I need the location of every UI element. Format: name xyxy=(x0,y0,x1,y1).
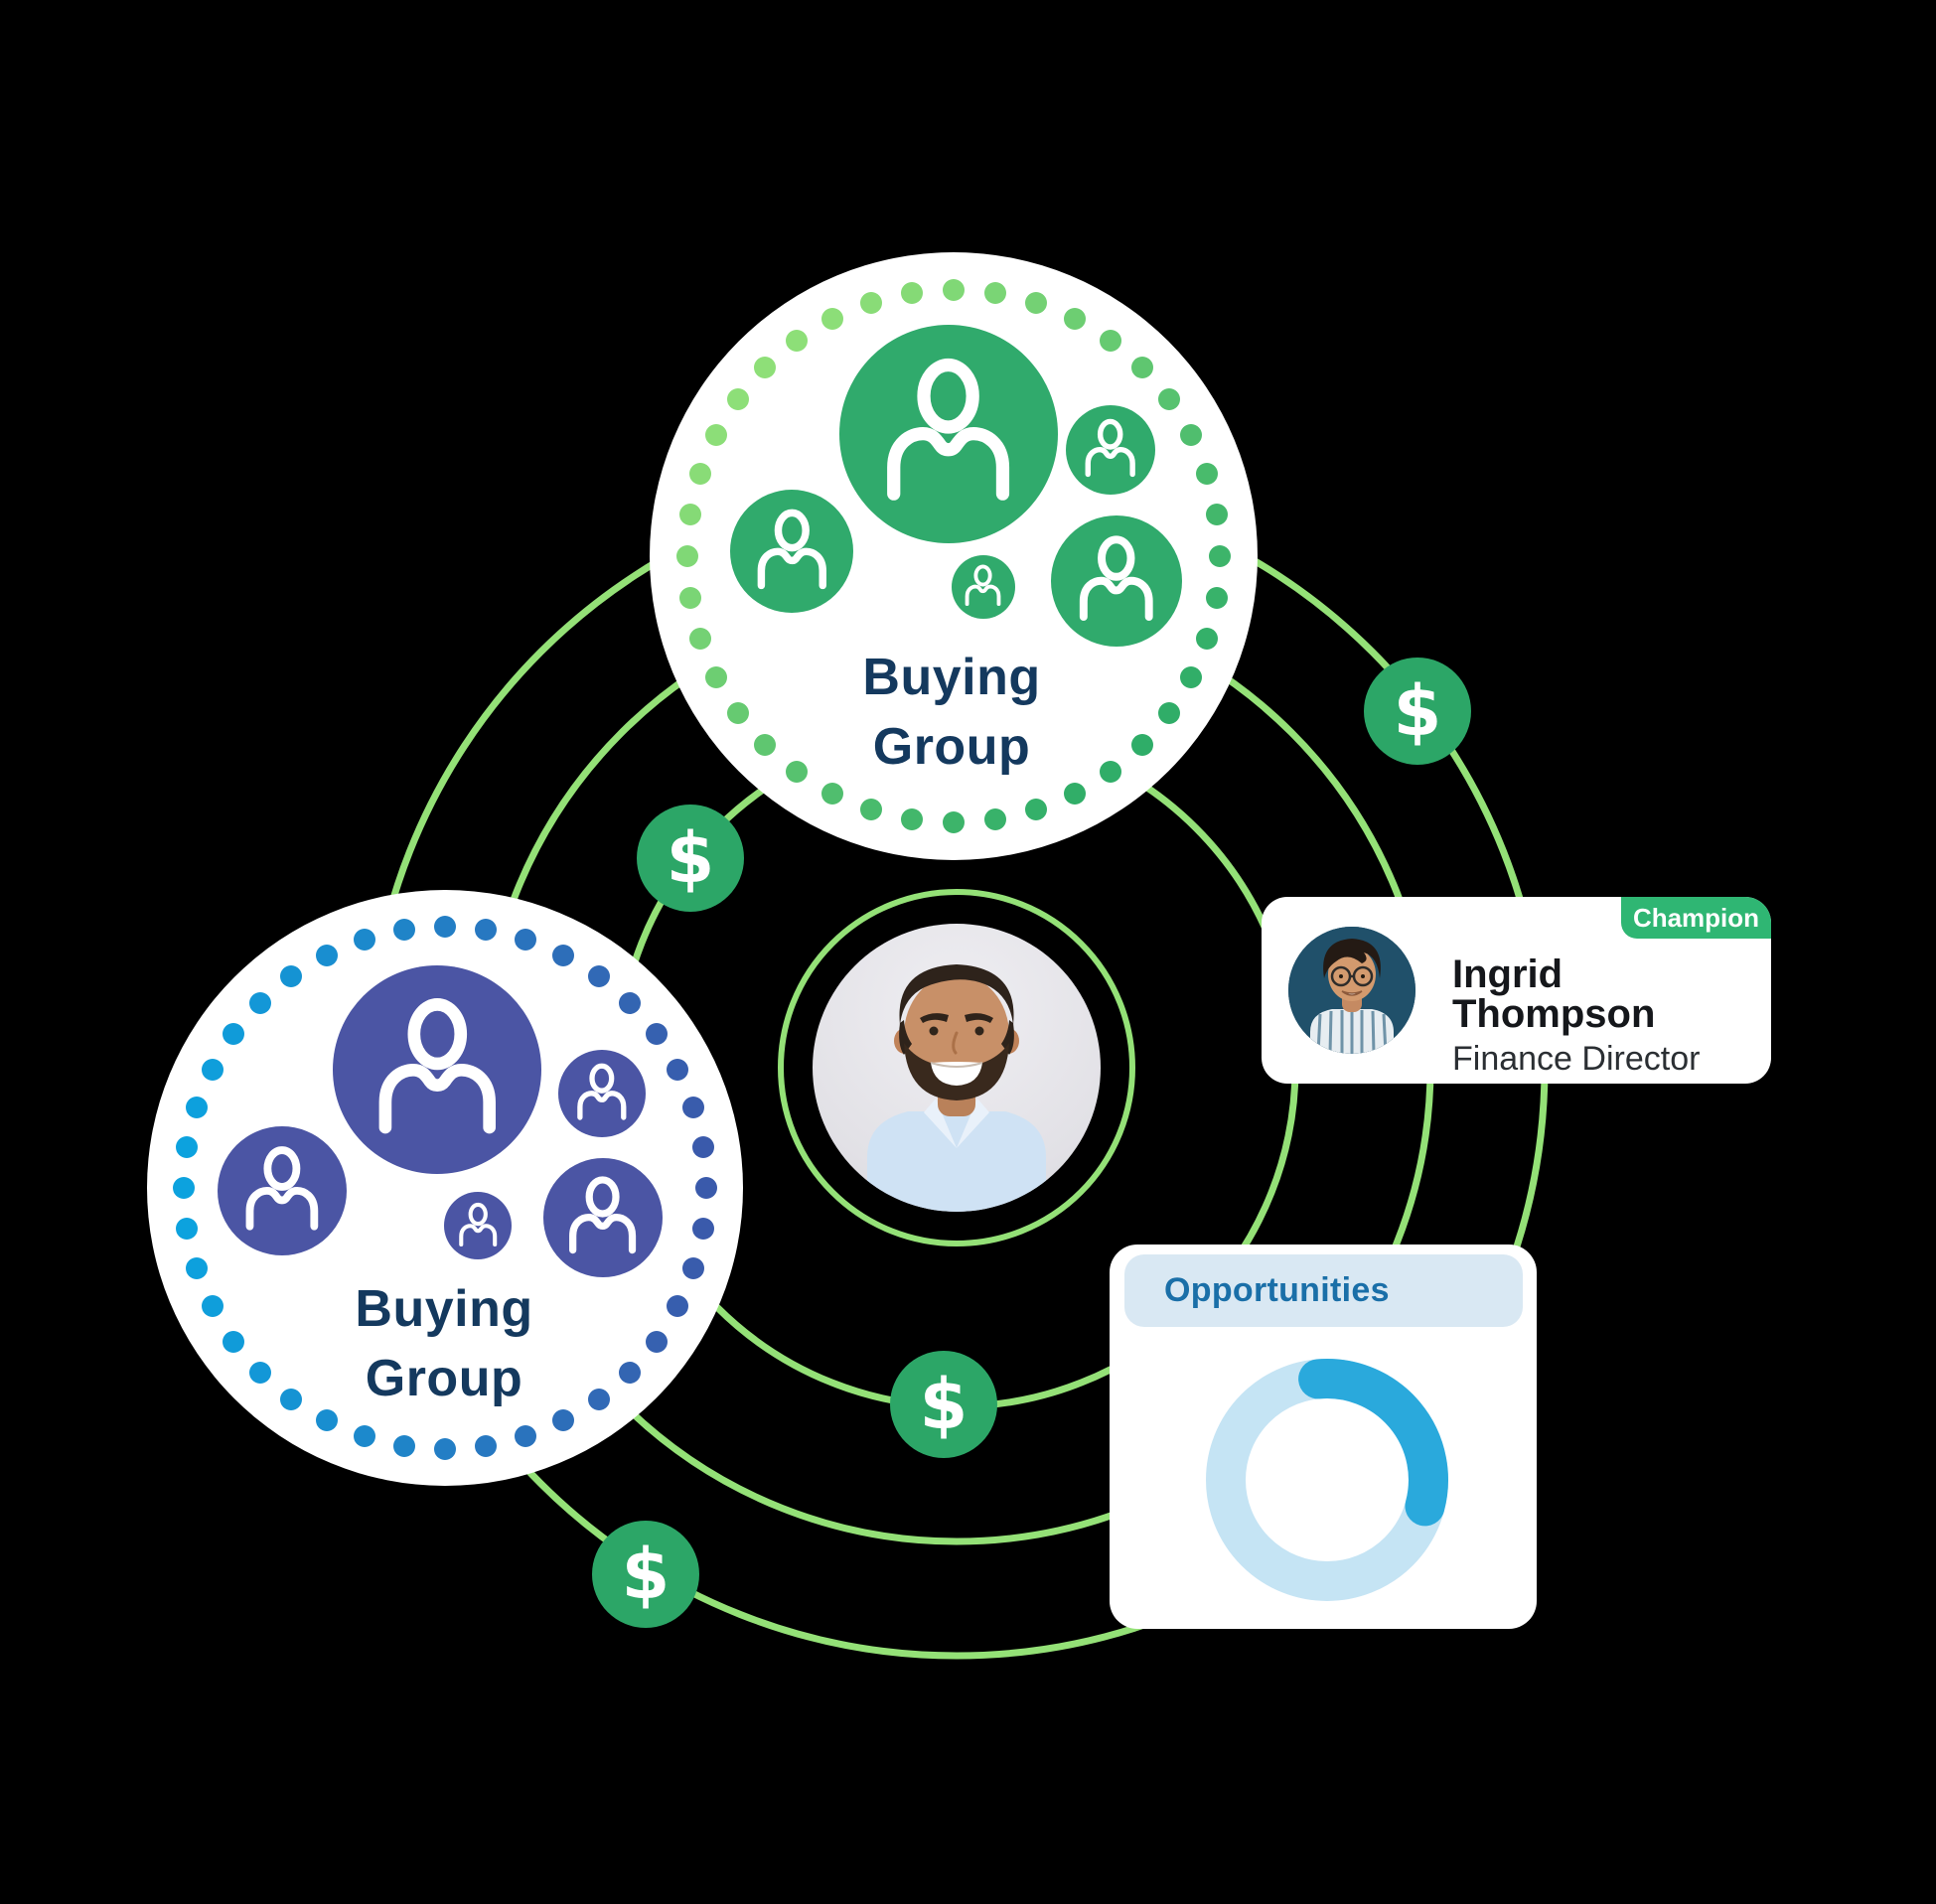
avatar-orbit-ring xyxy=(778,889,1135,1246)
champion-text-block: Ingrid Thompson Finance Director xyxy=(1452,954,1771,1076)
buying-group-label: Buying Group xyxy=(245,1274,643,1413)
buying-group-label: Buying Group xyxy=(753,643,1150,782)
buying-group-label-line2: Group xyxy=(365,1350,523,1407)
champion-badge: Champion xyxy=(1621,897,1771,939)
champion-role: Finance Director xyxy=(1452,1040,1701,1078)
champion-avatar xyxy=(1288,927,1415,1054)
central-person-photo xyxy=(813,924,1101,1212)
buying-group-label-line1: Buying xyxy=(862,649,1041,706)
opportunities-card: Opportunities xyxy=(1110,1245,1537,1629)
woman-portrait-illustration xyxy=(1288,927,1415,1054)
man-portrait-illustration xyxy=(867,964,1046,1212)
buying-group-label-line2: Group xyxy=(872,718,1031,776)
champion-badge-label: Champion xyxy=(1632,902,1760,933)
champion-contact-card: Champion xyxy=(1262,897,1771,1084)
opportunities-donut-chart xyxy=(1206,1359,1448,1601)
opportunities-header: Opportunities xyxy=(1124,1254,1523,1327)
champion-name: Ingrid Thompson xyxy=(1452,952,1656,1036)
buying-group-label-line1: Buying xyxy=(355,1280,533,1338)
opportunities-title: Opportunities xyxy=(1164,1271,1390,1309)
